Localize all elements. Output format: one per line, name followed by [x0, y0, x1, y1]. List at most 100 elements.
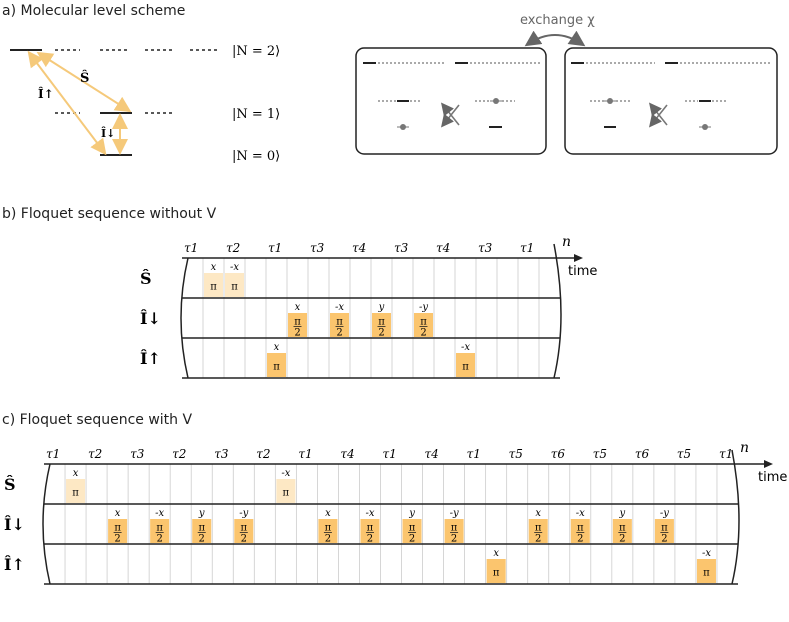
- pulse-phase-label: -x: [335, 302, 344, 313]
- level-n1-label: |N = 1⟩: [232, 107, 280, 122]
- pulse-phase-label: -y: [660, 508, 669, 519]
- pulse-block: [528, 519, 548, 543]
- tau-label: τ3: [394, 241, 409, 255]
- pulse-phase-label: y: [378, 302, 385, 313]
- pulse-block: [267, 353, 286, 377]
- pulse-block: [372, 313, 391, 337]
- pulse-block: [486, 559, 506, 583]
- pulse-phase-label: -x: [230, 262, 239, 273]
- pulse-block: [276, 479, 296, 503]
- tau-label: τ4: [436, 241, 450, 255]
- pulse-phase-label: x: [115, 508, 121, 519]
- pulse-phase-label: x: [535, 508, 541, 519]
- sequence-right-boundary: [731, 449, 740, 585]
- n-label: n: [740, 440, 749, 456]
- pulse-block: [414, 313, 433, 337]
- row-label: Î↑: [4, 554, 25, 574]
- swap-arrows: [443, 105, 460, 125]
- tau-label: τ3: [478, 241, 493, 255]
- tau-label: τ1: [268, 241, 282, 255]
- tau-label: τ6: [635, 447, 650, 461]
- pulse-block: [612, 519, 632, 543]
- pulse-phase-label: -x: [702, 548, 711, 559]
- pulse-angle-label: π: [283, 488, 290, 499]
- pulse-phase-label: -x: [155, 508, 164, 519]
- tau-label: τ4: [352, 241, 366, 255]
- i-up-transition-arrow: [27, 50, 107, 156]
- tau-label: τ2: [172, 447, 186, 461]
- pulse-block: [654, 519, 674, 543]
- pulse-block: [570, 519, 590, 543]
- pulse-block: [456, 353, 475, 377]
- sequence-left-boundary: [42, 463, 51, 585]
- op-i-down-label: Î↓: [101, 126, 115, 140]
- pulse-phase-label: x: [295, 302, 301, 313]
- tau-label: τ3: [310, 241, 325, 255]
- tau-label: τ2: [88, 447, 102, 461]
- pulse-block: [318, 519, 338, 543]
- pulse-phase-label: -x: [461, 342, 470, 353]
- sequence-right-boundary: [553, 243, 562, 379]
- section-c-title: c) Floquet sequence with V: [2, 412, 193, 428]
- sequence-left-boundary: [180, 257, 189, 379]
- time-label: time: [758, 470, 787, 485]
- tau-label: τ4: [425, 447, 439, 461]
- tau-label: τ5: [509, 447, 523, 461]
- op-s-label: Ŝ: [80, 69, 89, 86]
- exchange-arrow: [524, 30, 586, 47]
- tau-label: τ1: [184, 241, 198, 255]
- pulse-phase-label: -y: [450, 508, 459, 519]
- pulse-angle-label: π: [493, 568, 500, 579]
- pulse-block: [444, 519, 464, 543]
- pulse-block: [288, 313, 307, 337]
- level-n2-label: |N = 2⟩: [232, 44, 280, 59]
- level-n0-label: |N = 0⟩: [232, 149, 280, 164]
- pulse-phase-label: y: [408, 508, 415, 519]
- row-label: Î↓: [4, 514, 25, 534]
- tau-label: τ2: [256, 447, 270, 461]
- op-i-up-label: Î↑: [38, 86, 54, 101]
- time-axis-arrowhead: [764, 460, 773, 468]
- pulse-phase-label: x: [274, 342, 280, 353]
- pulse-phase-label: x: [211, 262, 217, 273]
- pulse-angle-label: π: [231, 282, 238, 293]
- time-axis-arrowhead: [574, 254, 583, 262]
- row-label: Î↓: [140, 308, 161, 328]
- tau-label: τ1: [46, 447, 60, 461]
- section-b-title: b) Floquet sequence without V: [2, 206, 217, 222]
- tau-label: τ1: [298, 447, 312, 461]
- pulse-block: [696, 559, 716, 583]
- pulse-phase-label: y: [198, 508, 205, 519]
- tau-label: τ3: [130, 447, 145, 461]
- pulse-phase-label: y: [619, 508, 626, 519]
- tau-label: τ6: [551, 447, 566, 461]
- tau-label: τ4: [340, 447, 354, 461]
- pulse-block: [192, 519, 212, 543]
- tau-label: τ3: [214, 447, 229, 461]
- row-label: Î↑: [140, 348, 161, 368]
- pulse-phase-label: -y: [419, 302, 428, 313]
- pulse-phase-label: -y: [239, 508, 248, 519]
- pulse-block: [225, 273, 244, 297]
- tau-label: τ1: [467, 447, 481, 461]
- row-label: Ŝ: [4, 474, 16, 494]
- tau-label: τ5: [593, 447, 607, 461]
- tau-label: τ2: [226, 241, 240, 255]
- pulse-phase-label: x: [325, 508, 331, 519]
